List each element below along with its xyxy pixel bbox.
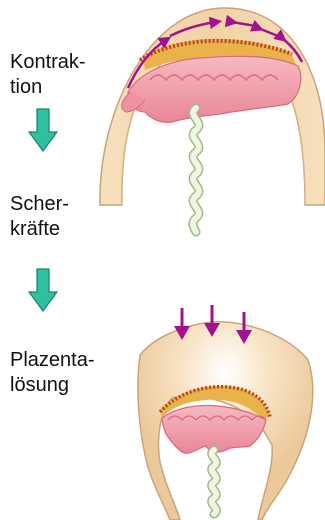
uterus-illustration	[0, 0, 325, 520]
